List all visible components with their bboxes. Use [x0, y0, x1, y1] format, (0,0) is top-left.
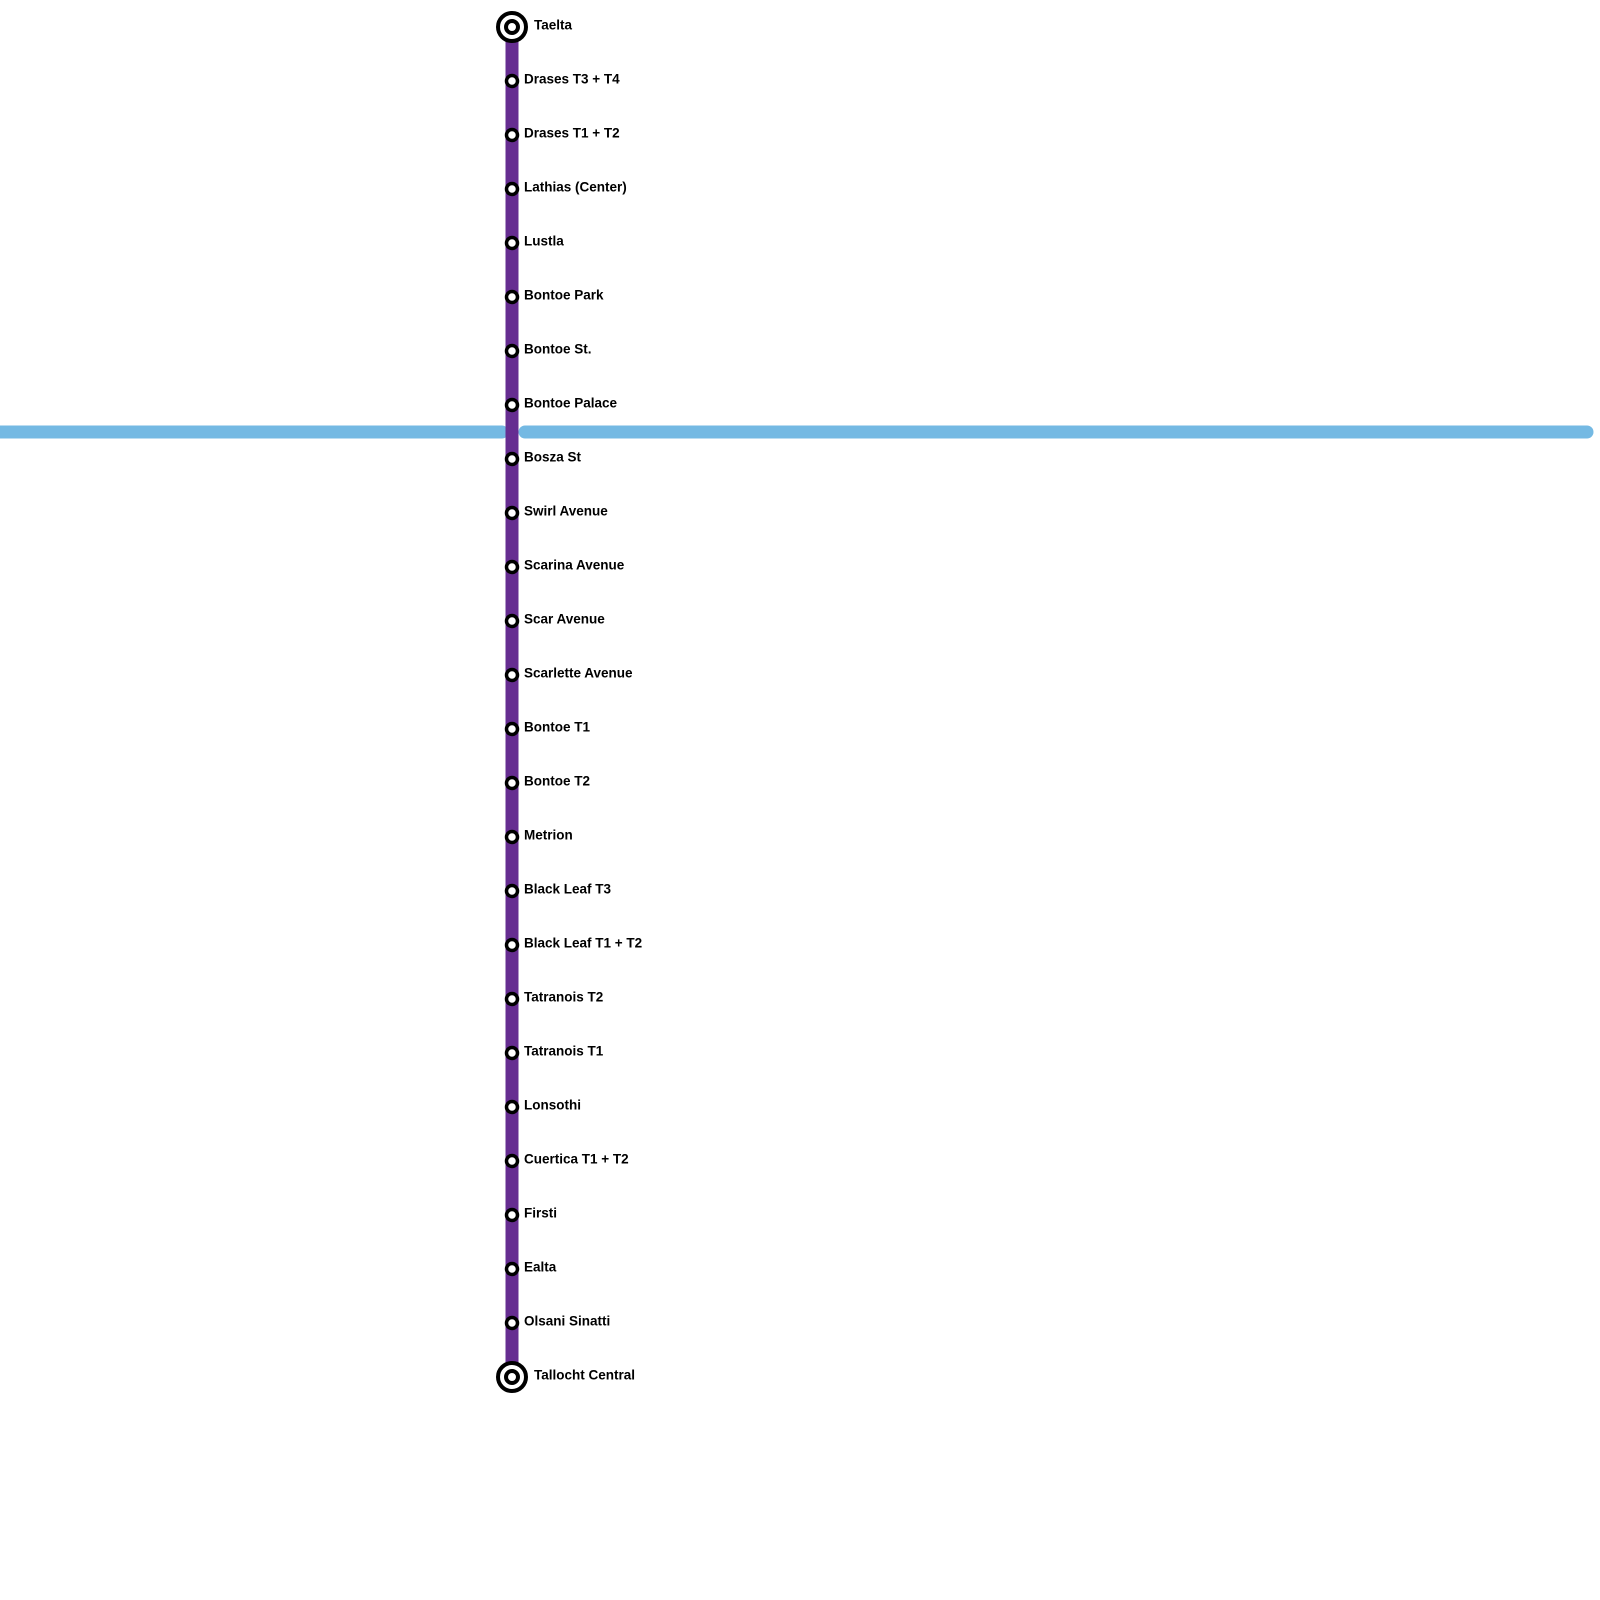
station-label: Bontoe Palace [524, 396, 618, 411]
station-label: Scarina Avenue [524, 558, 625, 573]
station-label: Black Leaf T3 [524, 882, 612, 897]
station-label: Lathias (Center) [524, 180, 627, 195]
station[interactable]: Cuertica T1 + T2 [504, 1152, 629, 1169]
station[interactable]: Lustla [504, 234, 565, 251]
station-marker [504, 1261, 520, 1277]
station-label: Swirl Avenue [524, 504, 608, 519]
station-marker [504, 883, 520, 899]
station-label: Taelta [534, 18, 573, 33]
station-marker [504, 289, 520, 305]
station-marker [504, 343, 520, 359]
station-label: Drases T1 + T2 [524, 126, 620, 141]
terminus-marker-inner [504, 1369, 520, 1385]
station[interactable]: Black Leaf T3 [504, 882, 612, 899]
station-marker [504, 559, 520, 575]
station-marker [504, 991, 520, 1007]
station-label: Tatranois T2 [524, 990, 603, 1005]
terminus-station[interactable]: Taelta [496, 11, 573, 43]
station-label: Bontoe St. [524, 342, 592, 357]
station[interactable]: Bosza St [504, 450, 582, 467]
station-label: Olsani Sinatti [524, 1314, 610, 1329]
station-label: Bontoe T1 [524, 720, 590, 735]
station-marker [504, 829, 520, 845]
station-label: Tallocht Central [534, 1368, 635, 1383]
station-label: Bosza St [524, 450, 582, 465]
station-label: Bontoe Park [524, 288, 604, 303]
station[interactable]: Ealta [504, 1260, 557, 1277]
station-marker [504, 1153, 520, 1169]
station[interactable]: Tatranois T1 [504, 1044, 604, 1061]
station-label: Drases T3 + T4 [524, 72, 620, 87]
station-label: Tatranois T1 [524, 1044, 604, 1059]
station-label: Lustla [524, 234, 564, 249]
station-marker [504, 667, 520, 683]
station-marker [504, 1207, 520, 1223]
station-label: Black Leaf T1 + T2 [524, 936, 642, 951]
station[interactable]: Black Leaf T1 + T2 [504, 936, 643, 953]
station[interactable]: Drases T3 + T4 [504, 72, 621, 89]
station[interactable]: Bontoe T2 [504, 774, 591, 791]
station-label: Scar Avenue [524, 612, 605, 627]
station[interactable]: Lathias (Center) [504, 180, 627, 197]
station-marker [504, 1315, 520, 1331]
station[interactable]: Scarlette Avenue [504, 666, 634, 683]
station-label: Firsti [524, 1206, 557, 1221]
station-label: Lonsothi [524, 1098, 581, 1113]
terminus-marker-inner [504, 19, 520, 35]
station-label: Ealta [524, 1260, 557, 1275]
station-marker [504, 505, 520, 521]
station[interactable]: Bontoe T1 [504, 720, 591, 737]
station[interactable]: Bontoe Park [504, 288, 605, 305]
station-marker [504, 397, 520, 413]
station-marker [504, 181, 520, 197]
station-label: Scarlette Avenue [524, 666, 633, 681]
station[interactable]: Olsani Sinatti [504, 1314, 611, 1331]
station-label: Metrion [524, 828, 573, 843]
station-marker [504, 613, 520, 629]
station[interactable]: Scar Avenue [504, 612, 606, 629]
station[interactable]: Swirl Avenue [504, 504, 609, 521]
station[interactable]: Tatranois T2 [504, 990, 604, 1007]
station-marker [504, 721, 520, 737]
station-marker [504, 1045, 520, 1061]
station[interactable]: Bontoe St. [504, 342, 592, 359]
station-marker [504, 451, 520, 467]
station[interactable]: Metrion [504, 828, 573, 845]
station-marker [504, 127, 520, 143]
station[interactable]: Lonsothi [504, 1098, 582, 1115]
station[interactable]: Bontoe Palace [504, 396, 618, 413]
terminus-station[interactable]: Tallocht Central [496, 1361, 635, 1393]
station-marker [504, 235, 520, 251]
station-label: Bontoe T2 [524, 774, 590, 789]
station-marker [504, 775, 520, 791]
station[interactable]: Scarina Avenue [504, 558, 625, 575]
station-label: Cuertica T1 + T2 [524, 1152, 629, 1167]
station[interactable]: Drases T1 + T2 [504, 126, 620, 143]
station[interactable]: Firsti [504, 1206, 558, 1223]
station-marker [504, 73, 520, 89]
lines-layer [0, 27, 1594, 1377]
station-marker [504, 1099, 520, 1115]
station-marker [504, 937, 520, 953]
